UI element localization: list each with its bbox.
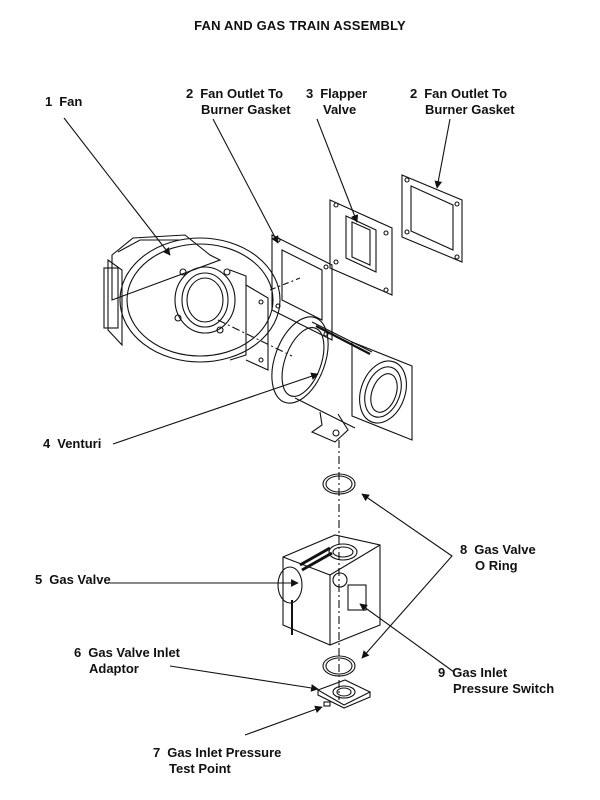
callout-text: Fan bbox=[59, 94, 83, 109]
callout-gas-inlet-test-point: 7 Gas Inlet Pressure Test Point bbox=[153, 745, 281, 777]
callout-venturi: 4 Venturi bbox=[43, 436, 101, 452]
leader-test-point bbox=[244, 705, 323, 736]
callout-text-line2: Test Point bbox=[169, 761, 231, 776]
callout-text: Fan Outlet To bbox=[424, 86, 508, 101]
leader-gasket-right bbox=[434, 118, 451, 189]
fan-outlet-gasket-left bbox=[269, 234, 333, 341]
leader-pressure-switch bbox=[359, 603, 455, 673]
flapper-valve-part bbox=[329, 199, 393, 296]
fan-outlet-gasket-right bbox=[401, 174, 463, 263]
callout-gas-valve-o-ring: 8 Gas Valve O Ring bbox=[460, 542, 536, 574]
venturi-part bbox=[271, 316, 413, 443]
leader-venturi bbox=[112, 372, 319, 445]
callout-text: Fan Outlet To bbox=[200, 86, 284, 101]
callout-text-line2: Burner Gasket bbox=[201, 102, 291, 117]
callout-number: 1 bbox=[45, 94, 53, 109]
leader-fan bbox=[63, 117, 171, 256]
callout-fan: 1 Fan bbox=[45, 94, 82, 110]
callout-gas-inlet-pressure-switch: 9 Gas Inlet Pressure Switch bbox=[438, 665, 554, 697]
callout-text: Gas Valve bbox=[474, 542, 536, 557]
callout-text: Gas Inlet bbox=[452, 665, 508, 680]
callout-text-line2: Pressure Switch bbox=[453, 681, 555, 696]
gas-valve-part bbox=[277, 534, 381, 646]
callout-text-line2: Valve bbox=[323, 102, 357, 117]
leader-inlet-adaptor bbox=[169, 665, 319, 692]
callout-text: Gas Valve bbox=[49, 572, 111, 587]
leader-o-ring bbox=[361, 493, 453, 659]
callout-number: 4 bbox=[43, 436, 51, 451]
callout-gas-valve-inlet-adaptor: 6 Gas Valve Inlet Adaptor bbox=[74, 645, 180, 677]
callout-fan-outlet-gasket-left: 2 Fan Outlet To Burner Gasket bbox=[186, 86, 291, 118]
leader-gasket-left bbox=[212, 118, 279, 244]
callout-number: 2 bbox=[410, 86, 418, 101]
callout-number: 9 bbox=[438, 665, 446, 680]
callout-text-line2: Adaptor bbox=[89, 661, 139, 676]
leader-flapper bbox=[316, 118, 359, 223]
o-ring-lower bbox=[322, 655, 356, 677]
callout-number: 5 bbox=[35, 572, 43, 587]
callout-text: Venturi bbox=[57, 436, 102, 451]
diagram-title: FAN AND GAS TRAIN ASSEMBLY bbox=[194, 18, 406, 33]
gas-valve-inlet-adaptor-part bbox=[316, 679, 372, 709]
callout-text-line2: O Ring bbox=[475, 558, 518, 573]
callout-text-line2: Burner Gasket bbox=[425, 102, 515, 117]
callout-gas-valve: 5 Gas Valve bbox=[35, 572, 111, 588]
callout-number: 2 bbox=[186, 86, 194, 101]
test-point-nipple bbox=[323, 701, 331, 707]
callout-fan-outlet-gasket-right: 2 Fan Outlet To Burner Gasket bbox=[410, 86, 515, 118]
callout-text: Flapper bbox=[320, 86, 368, 101]
callout-flapper-valve: 3 Flapper Valve bbox=[306, 86, 367, 118]
callout-number: 6 bbox=[74, 645, 82, 660]
callout-number: 8 bbox=[460, 542, 468, 557]
callout-number: 7 bbox=[153, 745, 161, 760]
o-ring-upper bbox=[322, 473, 356, 495]
fan-part bbox=[103, 234, 293, 371]
callout-text: Gas Valve Inlet bbox=[88, 645, 181, 660]
callout-number: 3 bbox=[306, 86, 314, 101]
callout-text: Gas Inlet Pressure bbox=[167, 745, 282, 760]
